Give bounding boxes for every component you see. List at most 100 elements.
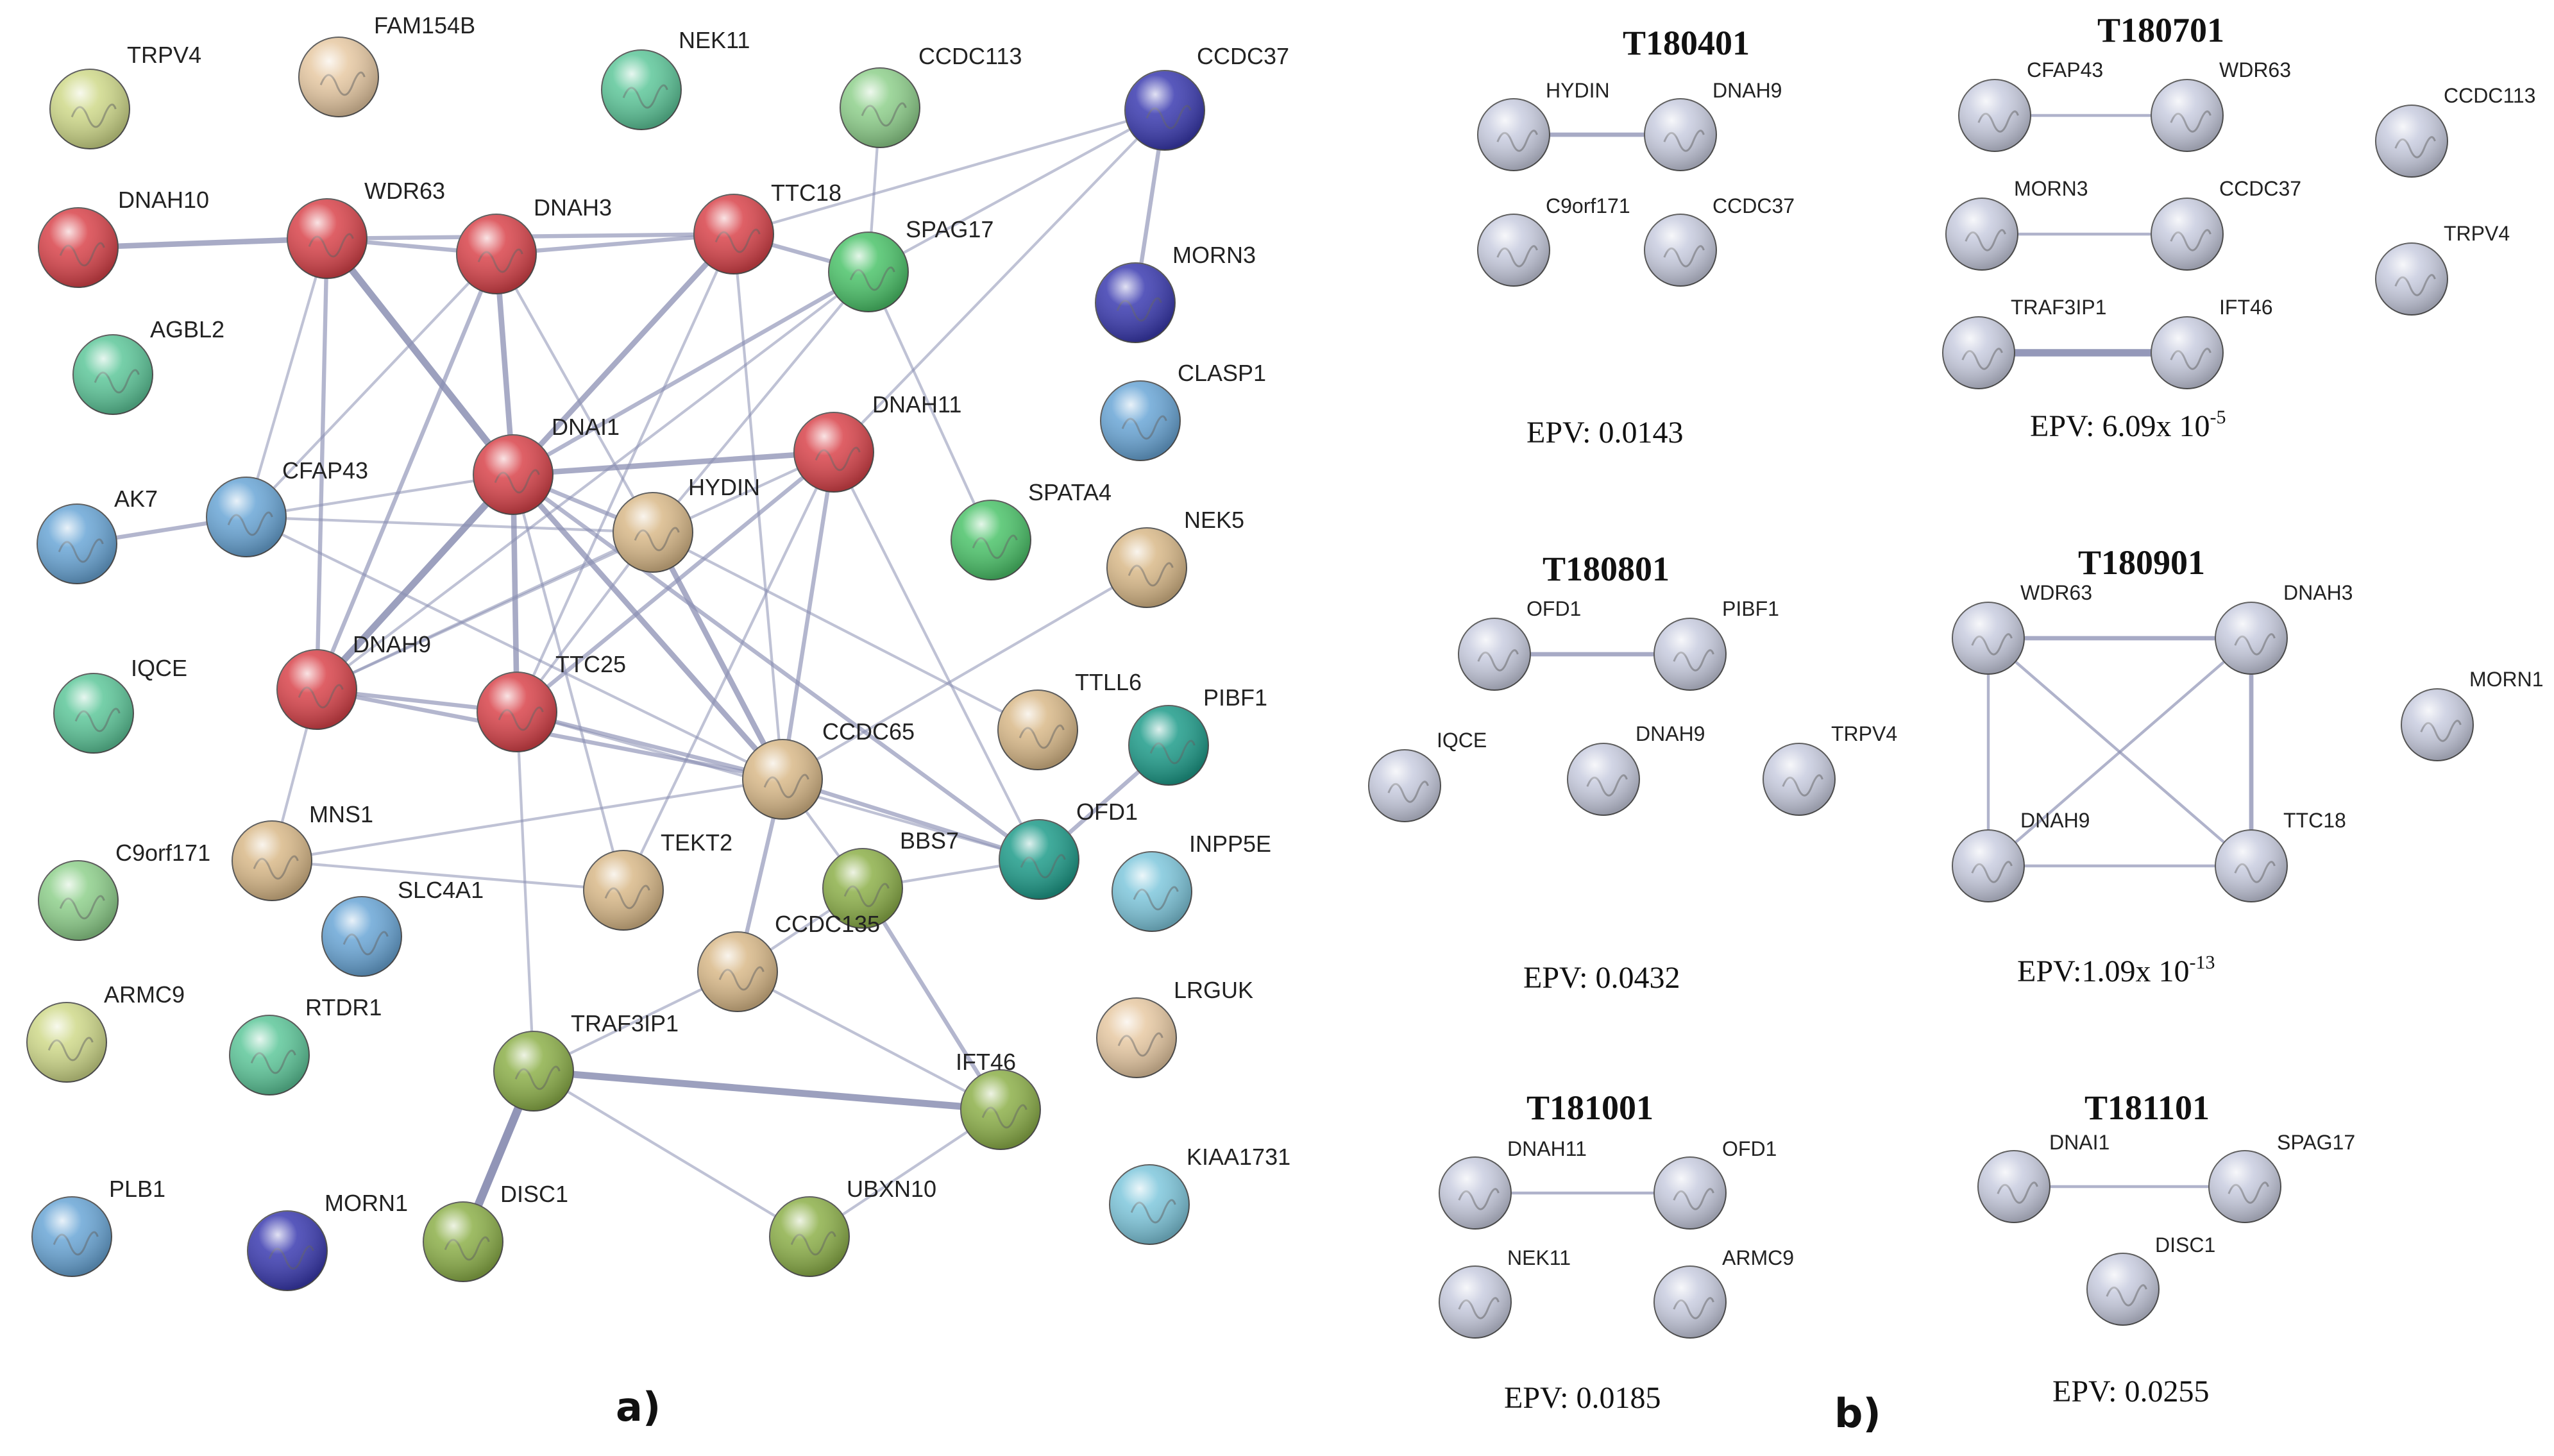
node-ak7[interactable]: AK7 [37,486,158,584]
node-bbs7[interactable]: BBS7 [822,827,959,929]
node-dnah3[interactable]: DNAH3 [456,194,612,294]
node-label: CCDC135 [775,911,880,937]
node-ccdc135[interactable]: CCDC135 [697,911,880,1012]
node-ball-shine [1952,602,2024,674]
node-trpv4[interactable]: TRPV4 [2375,222,2510,316]
node-ofd1[interactable]: OFD1 [999,799,1138,900]
node-ccdc113[interactable]: CCDC113 [2375,84,2535,178]
node-c9orf171[interactable]: C9orf171 [38,840,210,941]
node-disc1[interactable]: DISC1 [423,1181,568,1282]
node-tekt2[interactable]: TEKT2 [583,829,732,931]
node-label: NEK11 [679,27,750,53]
node-plb1[interactable]: PLB1 [31,1176,165,1277]
node-agbl2[interactable]: AGBL2 [72,316,224,415]
node-wdr63[interactable]: WDR63 [1952,581,2092,675]
node-ttc25[interactable]: TTC25 [477,651,626,752]
node-nek5[interactable]: NEK5 [1106,507,1244,608]
node-label: BBS7 [900,827,959,854]
node-dnah10[interactable]: DNAH10 [38,187,209,288]
node-ccdc37[interactable]: CCDC37 [2151,177,2301,271]
node-ttc18[interactable]: TTC18 [693,180,841,275]
node-kiaa1731[interactable]: KIAA1731 [1109,1144,1290,1245]
node-trpv4[interactable]: TRPV4 [49,42,201,149]
edge-dnah10-wdr63 [78,235,328,251]
node-spag17[interactable]: SPAG17 [2208,1131,2355,1223]
node-fam154b[interactable]: FAM154B [298,12,475,117]
node-ball-shine [1095,263,1175,343]
node-wdr63[interactable]: WDR63 [287,178,445,279]
node-c9orf171[interactable]: C9orf171 [1477,194,1630,287]
node-ball-shine [232,821,312,901]
node-label: CFAP43 [2027,58,2103,81]
node-label: TTC18 [2283,809,2346,832]
node-ball-shine [2087,1253,2159,1325]
node-pibf1[interactable]: PIBF1 [1128,684,1267,786]
node-morn3[interactable]: MORN3 [1945,177,2088,271]
node-disc1[interactable]: DISC1 [2086,1233,2215,1326]
subnetwork-title: T181001 [1526,1088,1653,1127]
node-trpv4[interactable]: TRPV4 [1763,722,1897,816]
node-ift46[interactable]: IFT46 [2151,296,2273,389]
node-spag17[interactable]: SPAG17 [828,216,994,312]
node-label: MORN1 [325,1190,408,1216]
node-dnai1[interactable]: DNAI1 [1977,1131,2110,1223]
node-iqce[interactable]: IQCE [53,655,187,754]
node-label: HYDIN [688,474,760,500]
node-traf3ip1[interactable]: TRAF3IP1 [493,1010,679,1112]
node-slc4a1[interactable]: SLC4A1 [321,877,484,977]
node-label: OFD1 [1722,1137,1777,1160]
node-lrguk[interactable]: LRGUK [1096,977,1253,1078]
node-traf3ip1[interactable]: TRAF3IP1 [1942,296,2106,389]
node-dnah3[interactable]: DNAH3 [2215,581,2353,675]
node-ttc18[interactable]: TTC18 [2215,809,2346,902]
node-cfap43[interactable]: CFAP43 [206,457,368,557]
node-label: FAM154B [374,12,475,38]
node-ball-shine [248,1211,327,1291]
node-dnah11[interactable]: DNAH11 [1439,1137,1587,1230]
node-ccdc113[interactable]: CCDC113 [840,43,1022,148]
node-spata4[interactable]: SPATA4 [951,479,1112,580]
node-morn1[interactable]: MORN1 [2401,668,2544,761]
node-ball-shine [770,1197,849,1276]
node-ccdc37[interactable]: CCDC37 [1644,194,1795,287]
node-ball-shine [277,650,357,729]
node-label: OFD1 [1526,597,1581,620]
node-ball-shine [1763,743,1835,815]
node-morn3[interactable]: MORN3 [1095,242,1256,343]
node-pibf1[interactable]: PIBF1 [1653,597,1779,691]
node-armc9[interactable]: ARMC9 [26,981,185,1083]
edge-ccdc37-spag17 [867,109,1166,273]
node-dnah11[interactable]: DNAH11 [793,391,961,493]
node-armc9[interactable]: ARMC9 [1653,1246,1794,1339]
node-ift46[interactable]: IFT46 [956,1049,1041,1150]
node-ball-shine [1112,852,1192,931]
node-dnah9[interactable]: DNAH9 [1567,722,1705,816]
node-label: LRGUK [1174,977,1253,1003]
node-ofd1[interactable]: OFD1 [1653,1137,1777,1230]
node-ubxn10[interactable]: UBXN10 [769,1176,936,1277]
node-ccdc65[interactable]: CCDC65 [742,718,915,820]
node-nek11[interactable]: NEK11 [601,27,750,130]
node-cfap43[interactable]: CFAP43 [1958,58,2103,152]
node-dnai1[interactable]: DNAI1 [473,414,620,515]
edge-ccdc65-nek5 [781,566,1148,781]
node-rtdr1[interactable]: RTDR1 [229,994,382,1096]
node-ofd1[interactable]: OFD1 [1458,597,1581,691]
edge-dnai1-ccdc65 [511,473,785,781]
node-inpp5e[interactable]: INPP5E [1112,831,1271,932]
node-clasp1[interactable]: CLASP1 [1100,360,1266,461]
node-dnah9[interactable]: DNAH9 [1952,809,2090,902]
node-wdr63[interactable]: WDR63 [2151,58,2291,152]
node-ccdc37[interactable]: CCDC37 [1124,43,1289,151]
node-mns1[interactable]: MNS1 [232,801,373,901]
node-label: IFT46 [2219,296,2273,319]
node-ttll6[interactable]: TTLL6 [997,669,1142,770]
node-dnah9[interactable]: DNAH9 [1644,79,1782,171]
node-nek11[interactable]: NEK11 [1439,1246,1571,1339]
node-iqce[interactable]: IQCE [1368,729,1487,822]
node-morn1[interactable]: MORN1 [247,1190,408,1291]
edge-mns1-tekt2 [271,859,624,892]
node-dnah9[interactable]: DNAH9 [276,631,431,730]
node-hydin[interactable]: HYDIN [1477,79,1610,171]
node-hydin[interactable]: HYDIN [613,474,760,573]
